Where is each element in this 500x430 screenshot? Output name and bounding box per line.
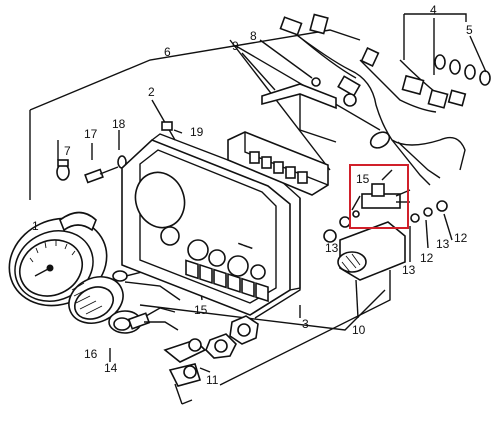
instrument-panel-part-2: ▬▬▬: [121, 99, 301, 319]
panel-logo-text: ▬▬▬: [237, 240, 253, 251]
callout-18: 18: [112, 117, 126, 131]
highlight-box: [349, 164, 409, 229]
callout-4: 4: [430, 3, 437, 17]
nut-part: [205, 315, 259, 359]
screw-part-8: [259, 39, 321, 87]
keys-part-11: [163, 338, 211, 405]
assembly-bracket-lines: [29, 13, 467, 386]
wiring-harness-part-4: [279, 13, 467, 186]
clip-part-19: [161, 121, 183, 134]
callout-16: 16: [84, 347, 98, 361]
callout-8: 8: [250, 29, 257, 43]
callout-5: 5: [466, 23, 473, 37]
callout-10: 10: [352, 323, 366, 337]
callout-12-b: 12: [454, 231, 468, 245]
callout-labels: 7 17 18 2 19 6 9 8 4 5 15 15 16 14 11 3 …: [32, 3, 473, 387]
callout-7: 7: [64, 144, 71, 158]
callout-11: 11: [206, 373, 219, 387]
pilot-lamp-part-14: [108, 307, 179, 362]
callout-15-lower: 15: [194, 303, 208, 317]
callout-13-b: 13: [436, 237, 450, 251]
washer-part-18: [117, 130, 127, 169]
callout-19: 19: [190, 125, 204, 139]
callout-13-a: 13: [402, 263, 416, 277]
callout-15-upper: 15: [356, 172, 370, 186]
bulb-part-7: [56, 140, 70, 181]
bulbs-part-5: [434, 35, 491, 86]
callout-12-a: 12: [420, 251, 434, 265]
callout-13-c: 13: [325, 241, 339, 255]
callout-14: 14: [104, 361, 118, 375]
indicator-housing-part-3: [227, 131, 329, 318]
small-gauge-housing: [68, 269, 181, 324]
toggle-switch-part-15: [351, 169, 411, 218]
screw-part-17: [84, 143, 119, 184]
washers-nuts-right: [323, 200, 453, 262]
callout-9: 9: [232, 39, 239, 53]
callout-2: 2: [148, 85, 155, 99]
callout-6: 6: [164, 45, 171, 59]
callout-1: 1: [32, 219, 39, 233]
bracket-part-9: [241, 52, 337, 143]
callout-3: 3: [302, 317, 309, 331]
callout-17: 17: [84, 127, 98, 141]
ignition-switch-part-10: [337, 221, 406, 319]
